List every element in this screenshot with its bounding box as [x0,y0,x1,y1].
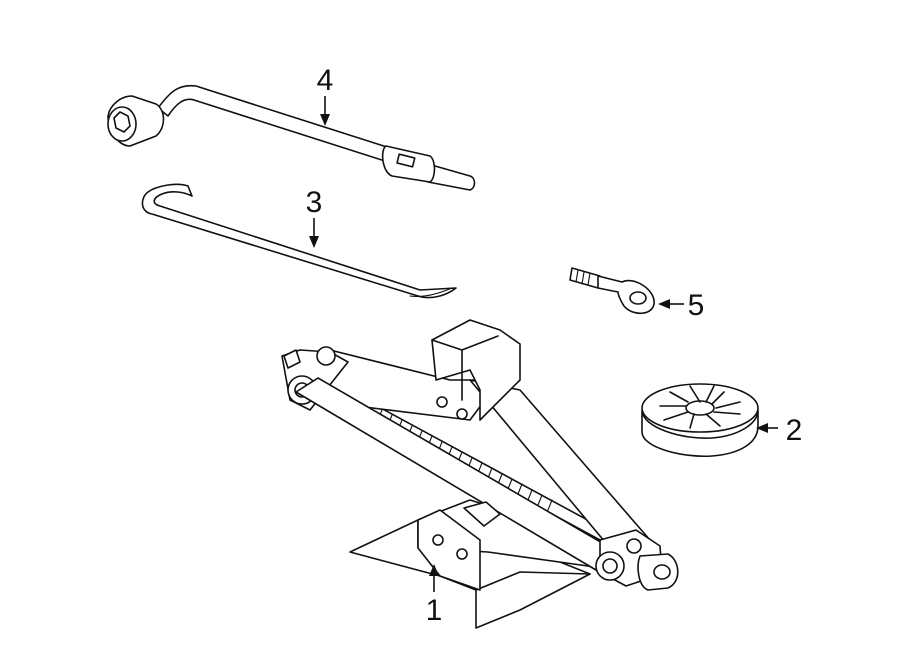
scissor-jack [281,319,679,629]
jack-handle [141,183,457,299]
callout-4: 4 [317,64,334,97]
jack-spacer [641,383,759,458]
leader-line-4 [320,96,330,126]
lug-wrench [107,84,476,191]
callout-2: 2 [786,414,803,447]
leader-line-2 [756,423,778,433]
callout-1: 1 [426,594,443,627]
leader-line-5 [658,299,684,309]
leader-line-3 [309,218,319,248]
callout-5: 5 [688,289,705,322]
callout-3: 3 [306,186,323,219]
leader-line-1 [429,564,439,592]
tow-eye [569,267,655,315]
